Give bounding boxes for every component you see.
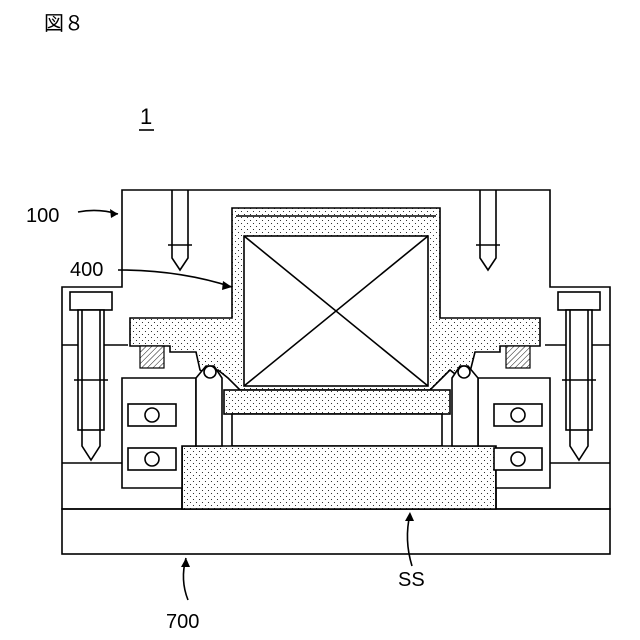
arrowhead-ss (405, 512, 414, 521)
base-plate (62, 509, 610, 554)
callout-400: 400 (70, 259, 103, 281)
tapped-hole-left (172, 190, 188, 270)
bolt-left (70, 292, 112, 460)
arrowhead-700 (181, 558, 190, 567)
arrowhead-400 (222, 281, 232, 290)
seal-hatch-right (506, 346, 530, 368)
figure-label: 図８ (44, 13, 84, 35)
core-block (236, 216, 436, 386)
leader-ss (407, 514, 412, 566)
stage-ss (182, 446, 496, 509)
reference-numeral: 1 (140, 104, 152, 129)
callout-ss: SS (398, 569, 425, 591)
mid-plate (224, 390, 450, 414)
bolt-right (558, 292, 600, 460)
callout-100: 100 (26, 205, 59, 227)
arrowhead-100 (110, 209, 118, 218)
lower-plate (232, 414, 442, 446)
seal-hatch-left (140, 346, 164, 368)
callout-700: 700 (166, 611, 199, 633)
tapped-hole-right (480, 190, 496, 270)
leader-400 (118, 270, 232, 287)
